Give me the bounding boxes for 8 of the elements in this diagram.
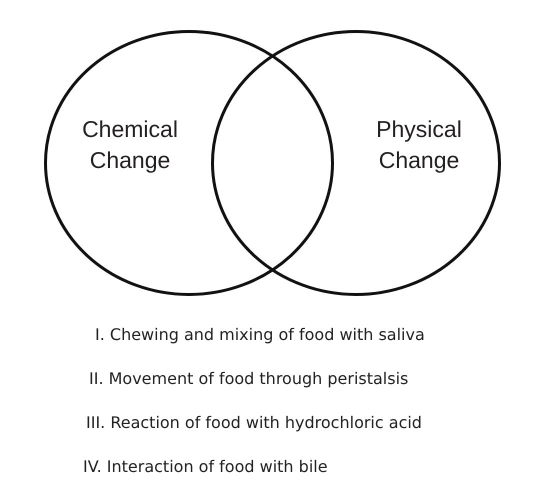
set-label: Chemical Change — [81, 115, 179, 175]
venn-circle — [44, 30, 334, 296]
statement-text: IV. Interaction of food with bile — [83, 457, 328, 477]
venn-circle — [211, 30, 501, 296]
statement-text: II. Movement of food through peristalsis — [89, 369, 408, 389]
set-label: Physical Change — [375, 115, 463, 175]
statement-text: I. Chewing and mixing of food with saliva — [95, 325, 425, 345]
statement-text: III. Reaction of food with hydrochloric acid — [86, 413, 422, 433]
